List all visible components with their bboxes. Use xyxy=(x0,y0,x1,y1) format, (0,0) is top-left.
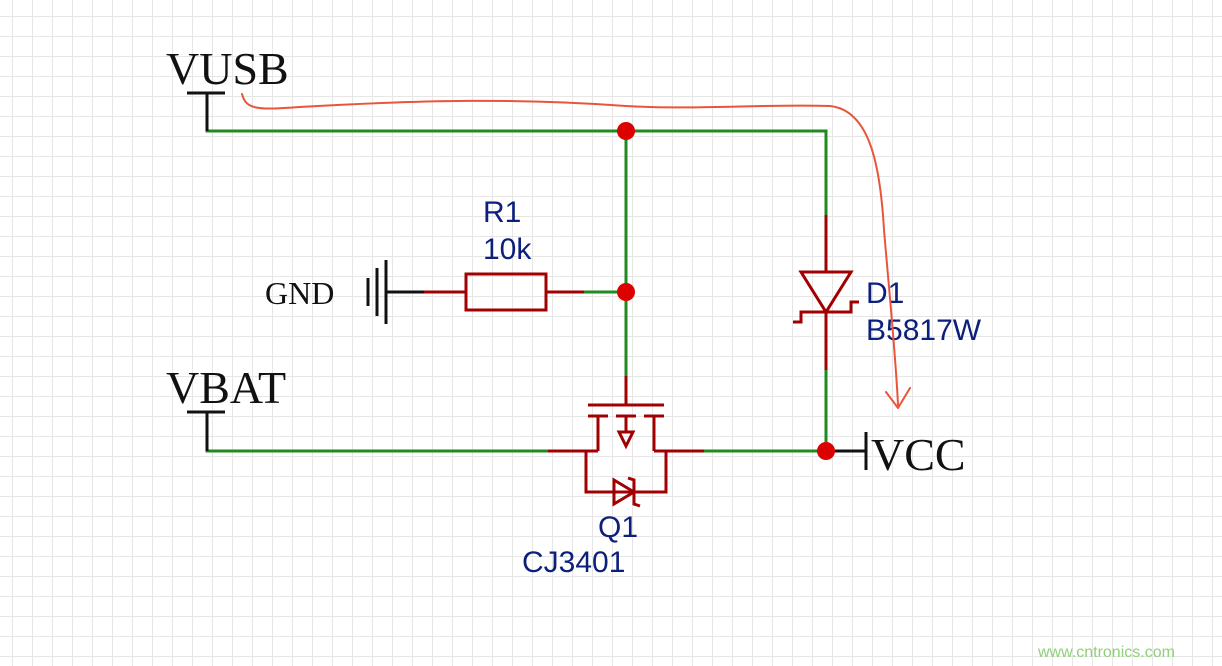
resistor-r1 xyxy=(424,272,584,312)
vusb-port xyxy=(187,91,225,131)
watermark-text: www.cntronics.com xyxy=(1037,644,1175,661)
vcc-label: VCC xyxy=(871,429,966,480)
junction-dot xyxy=(617,122,635,140)
gnd-label: GND xyxy=(265,275,334,311)
junction-dot xyxy=(617,283,635,301)
r1-value-label: 10k xyxy=(483,233,532,266)
junction-dots xyxy=(617,122,835,460)
r1-ref-label: R1 xyxy=(483,196,521,229)
diode-d1 xyxy=(793,215,859,370)
d1-ref-label: D1 xyxy=(866,277,904,310)
mosfet-q1 xyxy=(548,376,704,508)
vusb-label: VUSB xyxy=(166,43,289,94)
q1-value-label: CJ3401 xyxy=(522,546,625,579)
junction-dot xyxy=(817,442,835,460)
vusb-wire xyxy=(205,129,828,217)
wires xyxy=(205,129,828,453)
current-path-arrow xyxy=(241,93,911,409)
d1-value-label: B5817W xyxy=(866,314,982,347)
gnd-symbol xyxy=(366,260,424,324)
q1-ref-label: Q1 xyxy=(598,511,638,544)
vbat-label: VBAT xyxy=(166,362,286,413)
vbat-port xyxy=(187,410,225,451)
